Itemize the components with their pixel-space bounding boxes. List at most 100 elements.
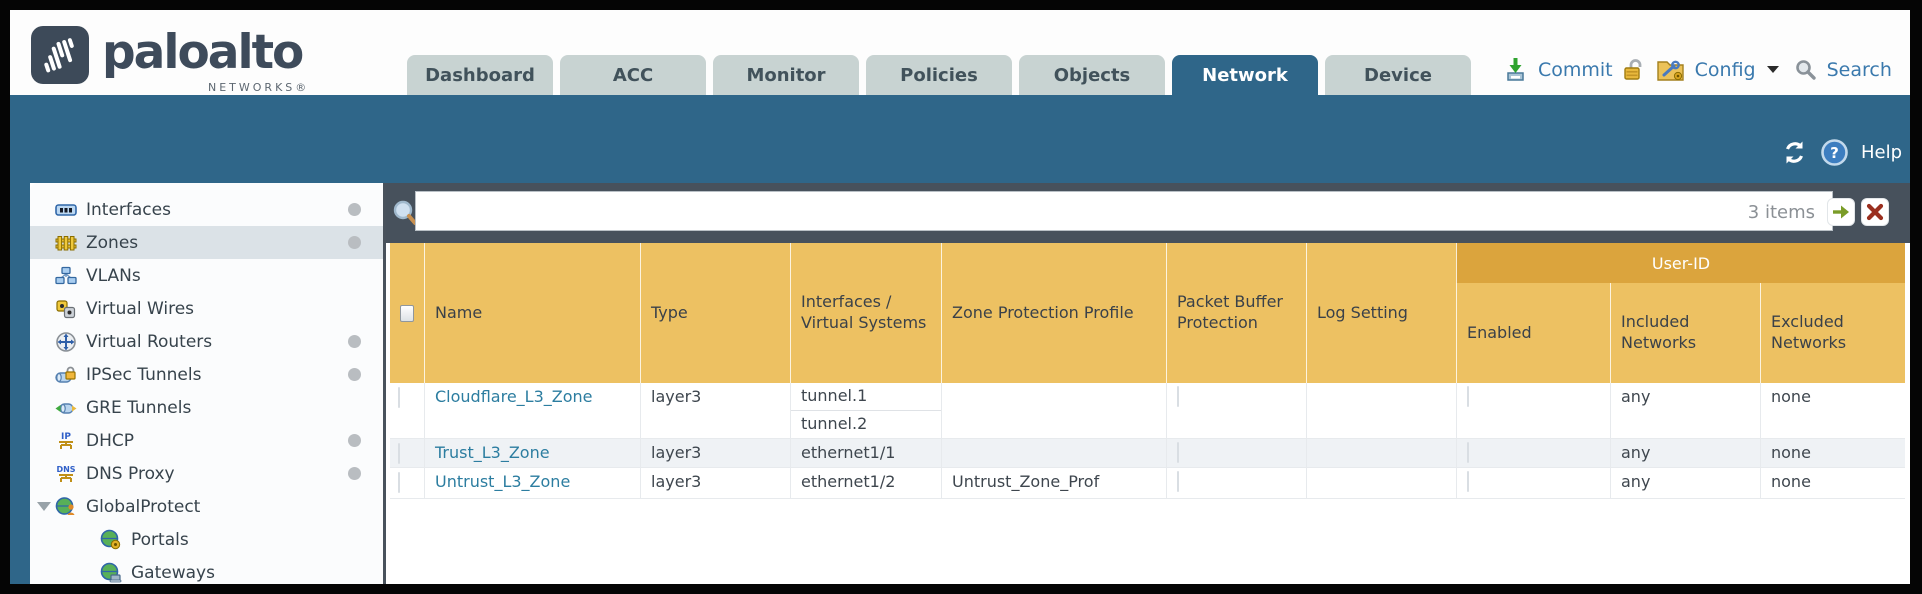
- status-dot: [348, 467, 361, 480]
- svg-text:DNS: DNS: [56, 465, 75, 474]
- globalprotect-icon: [55, 496, 75, 515]
- tab-policies[interactable]: Policies: [866, 55, 1012, 95]
- config-link[interactable]: Config: [1694, 58, 1756, 81]
- svg-text:?: ?: [1830, 144, 1839, 162]
- col-header-enabled[interactable]: Enabled: [1456, 283, 1610, 383]
- user-id-enabled-cell: [1456, 468, 1610, 498]
- apply-filter-button[interactable]: [1827, 198, 1855, 226]
- dns-proxy-icon: DNS: [56, 465, 76, 482]
- commit-icon[interactable]: [1502, 56, 1529, 83]
- user-id-enabled-cell: [1456, 439, 1610, 467]
- col-header-interfaces[interactable]: Interfaces / Virtual Systems: [790, 243, 941, 383]
- col-header-type[interactable]: Type: [640, 243, 790, 383]
- packet-buffer-checkbox[interactable]: [1177, 471, 1179, 492]
- packet-buffer-protection-cell: [1166, 468, 1306, 498]
- table-header: Name Type Interfaces / Virtual Systems Z…: [390, 243, 1905, 383]
- red-x-icon: [1866, 203, 1884, 221]
- row-select-cell: [390, 468, 424, 498]
- col-header-excluded-networks[interactable]: Excluded Networks: [1760, 283, 1905, 383]
- col-header-log-setting[interactable]: Log Setting: [1306, 243, 1456, 383]
- band-tools: ? Help: [1781, 138, 1902, 167]
- refresh-icon[interactable]: [1781, 139, 1808, 166]
- ipsec-tunnels-icon: [55, 366, 76, 383]
- sidebar-item-ipsec-tunnels[interactable]: IPSec Tunnels: [30, 358, 383, 391]
- zone-type-cell: layer3: [640, 468, 790, 498]
- zone-name-link[interactable]: Untrust_L3_Zone: [435, 472, 571, 491]
- select-all-checkbox[interactable]: [400, 304, 414, 322]
- sidebar-item-globalprotect[interactable]: GlobalProtect: [30, 490, 383, 523]
- interface-item: tunnel.2: [801, 414, 868, 433]
- sidebar-item-gateways[interactable]: Gateways: [30, 556, 383, 584]
- sidebar-item-label: VLANs: [86, 265, 141, 286]
- log-setting-cell: [1306, 383, 1456, 438]
- config-dropdown-caret-icon[interactable]: [1766, 66, 1779, 73]
- filter-search-icon[interactable]: [392, 199, 418, 227]
- top-action-bar: Commit Config Search: [1502, 56, 1892, 83]
- help-link[interactable]: Help: [1860, 142, 1902, 163]
- zone-name-link[interactable]: Cloudflare_L3_Zone: [435, 387, 593, 406]
- item-count: 3 items: [1747, 202, 1815, 223]
- zones-table: Name Type Interfaces / Virtual Systems Z…: [390, 243, 1905, 499]
- sidebar-item-label: IPSec Tunnels: [86, 364, 202, 385]
- search-link[interactable]: Search: [1826, 58, 1892, 81]
- interfaces-icon: [55, 203, 77, 216]
- top-bar: paloalto NETWORKS® Dashboard ACC Monitor…: [10, 10, 1910, 95]
- row-select-cell: [390, 439, 424, 467]
- brand-subtext: NETWORKS®: [208, 81, 310, 94]
- gateways-icon: [100, 562, 122, 582]
- col-header-name[interactable]: Name: [424, 243, 640, 383]
- sidebar-item-label: Interfaces: [86, 199, 171, 220]
- table-row: Trust_L3_Zone layer3 ethernet1/1 any non…: [390, 439, 1905, 468]
- zone-name-link[interactable]: Trust_L3_Zone: [435, 443, 550, 462]
- sidebar-item-virtual-routers[interactable]: Virtual Routers: [30, 325, 383, 358]
- tab-objects[interactable]: Objects: [1019, 55, 1165, 95]
- tab-network[interactable]: Network: [1172, 55, 1318, 95]
- packet-buffer-checkbox[interactable]: [1177, 442, 1179, 463]
- clear-filter-button[interactable]: [1861, 198, 1889, 226]
- gre-tunnels-icon: [55, 402, 77, 414]
- col-header-included-networks[interactable]: Included Networks: [1610, 283, 1760, 383]
- col-header-packet-buffer-protection[interactable]: Packet Buffer Protection: [1166, 243, 1306, 383]
- green-arrow-icon: [1833, 205, 1849, 219]
- zone-type-cell: layer3: [640, 383, 790, 438]
- filter-bar: 3 items: [386, 183, 1910, 243]
- tab-monitor[interactable]: Monitor: [713, 55, 859, 95]
- lock-unlocked-icon[interactable]: [1622, 57, 1647, 83]
- sidebar-item-portals[interactable]: Portals: [30, 523, 383, 556]
- virtual-wires-icon: [56, 299, 76, 318]
- packet-buffer-protection-cell: [1166, 439, 1306, 467]
- packet-buffer-checkbox[interactable]: [1177, 386, 1179, 407]
- sidebar-item-label: DNS Proxy: [86, 463, 175, 484]
- search-icon[interactable]: [1794, 58, 1818, 82]
- sidebar-item-virtual-wires[interactable]: Virtual Wires: [30, 292, 383, 325]
- sidebar-item-dns-proxy[interactable]: DNS DNS Proxy: [30, 457, 383, 490]
- status-dot: [348, 434, 361, 447]
- content-area: Interfaces Zones: [10, 183, 1910, 584]
- commit-link[interactable]: Commit: [1538, 58, 1613, 81]
- user-id-enabled-checkbox[interactable]: [1467, 442, 1469, 463]
- config-icon[interactable]: [1656, 56, 1686, 83]
- tab-device[interactable]: Device: [1325, 55, 1471, 95]
- user-id-enabled-checkbox[interactable]: [1467, 386, 1469, 407]
- row-checkbox[interactable]: [398, 387, 400, 408]
- virtual-routers-icon: [56, 331, 76, 352]
- row-select-cell: [390, 383, 424, 438]
- row-checkbox[interactable]: [398, 443, 400, 464]
- sidebar-item-interfaces[interactable]: Interfaces: [30, 193, 383, 226]
- tab-dashboard[interactable]: Dashboard: [407, 55, 553, 95]
- sidebar-divider: [383, 183, 386, 584]
- help-icon[interactable]: ?: [1820, 138, 1849, 167]
- status-dot: [348, 368, 361, 381]
- sidebar-item-dhcp[interactable]: IP DHCP: [30, 424, 383, 457]
- sidebar-item-zones[interactable]: Zones: [30, 226, 383, 259]
- table-row: Cloudflare_L3_Zone layer3 tunnel.1 tunne…: [390, 383, 1905, 439]
- row-checkbox[interactable]: [398, 472, 400, 493]
- sidebar-item-vlans[interactable]: VLANs: [30, 259, 383, 292]
- filter-input[interactable]: [415, 191, 1833, 231]
- expand-triangle-icon[interactable]: [37, 502, 51, 511]
- tab-acc[interactable]: ACC: [560, 55, 706, 95]
- sidebar-item-gre-tunnels[interactable]: GRE Tunnels: [30, 391, 383, 424]
- zone-protection-profile-cell: [941, 439, 1166, 467]
- col-header-zone-protection-profile[interactable]: Zone Protection Profile: [941, 243, 1166, 383]
- user-id-enabled-checkbox[interactable]: [1467, 471, 1469, 492]
